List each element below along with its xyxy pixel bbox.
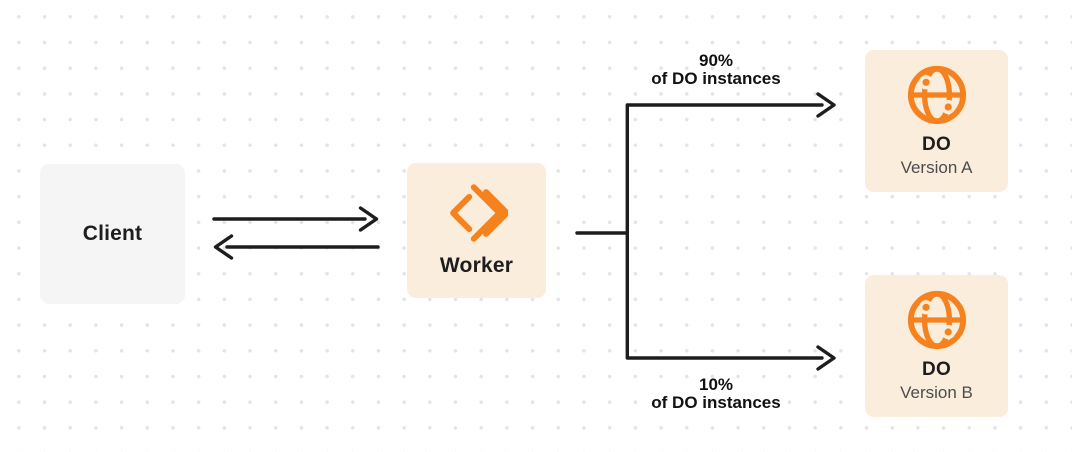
- route-a-caption: of DO instances: [651, 69, 781, 88]
- arrow-worker-to-client: [213, 234, 380, 260]
- branch-lines: [575, 103, 824, 360]
- node-worker: Worker: [407, 163, 546, 298]
- node-do-version-b: DO Version B: [865, 275, 1008, 417]
- arrowhead-route-b: [816, 345, 836, 371]
- do-a-subtitle: Version A: [900, 158, 973, 177]
- route-a-percent: 90%: [698, 51, 734, 70]
- durable-object-globe-icon: [907, 290, 966, 350]
- route-b-percent: 10%: [698, 375, 734, 394]
- do-b-subtitle: Version B: [900, 383, 973, 402]
- arrowhead-route-a: [816, 92, 836, 118]
- node-do-version-a: DO Version A: [865, 50, 1008, 192]
- cloudflare-workers-icon: [449, 184, 508, 242]
- arrow-client-to-worker: [212, 206, 379, 232]
- do-b-title: DO: [921, 359, 952, 380]
- route-a-label: 90% of DO instances: [611, 52, 821, 88]
- durable-object-globe-icon: [907, 65, 966, 125]
- worker-label: Worker: [439, 254, 514, 277]
- route-b-label: 10% of DO instances: [611, 376, 821, 412]
- route-b-caption: of DO instances: [651, 393, 781, 412]
- do-a-title: DO: [921, 134, 952, 155]
- node-client: Client: [40, 164, 185, 304]
- client-label: Client: [82, 222, 143, 245]
